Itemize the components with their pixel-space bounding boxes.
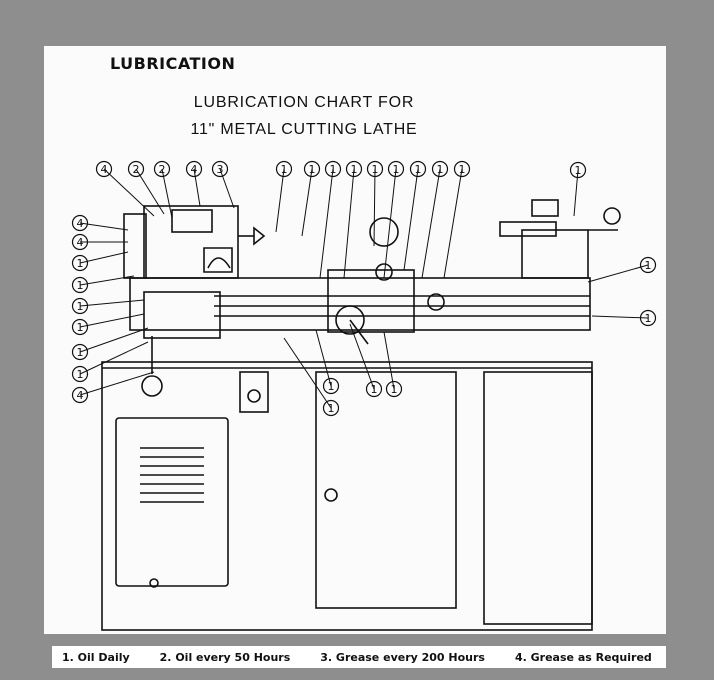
chart-title-line-2: 11" METAL CUTTING LATHE: [190, 121, 418, 138]
door-knob: [324, 488, 338, 502]
leader-line: [103, 168, 155, 217]
callout-number: 1: [77, 279, 84, 292]
leader-line: [79, 313, 145, 328]
cabinet-outline: [101, 361, 593, 631]
callout-number: 1: [391, 383, 398, 396]
callout-number: 1: [77, 300, 84, 313]
leader-line: [403, 168, 419, 271]
center-door: [315, 371, 457, 609]
lubrication-legend: 1. Oil Daily 2. Oil every 50 Hours 3. Gr…: [52, 646, 666, 668]
gear-cover: [123, 213, 147, 279]
chart-title-line-1: LUBRICATION CHART FOR: [193, 94, 415, 111]
leader-line: [591, 315, 649, 319]
headstock: [143, 205, 239, 279]
leader-line: [275, 168, 285, 233]
legend-item-grease-as-required: 4. Grease as Required: [514, 650, 652, 664]
callout-number: 1: [77, 321, 84, 334]
diagram-page: LUBRICATION LUBRICATION CHART FOR 11" ME…: [44, 46, 666, 634]
leader-line: [349, 323, 375, 390]
callout-number: 1: [328, 380, 335, 393]
leader-line: [301, 168, 313, 237]
callout-number: 1: [645, 312, 652, 325]
leader-line: [79, 341, 149, 375]
leader-line: [373, 168, 376, 247]
leader-line: [283, 337, 332, 409]
left-door-panel: [115, 417, 229, 587]
leader-line: [79, 275, 135, 286]
leader-line: [343, 168, 355, 279]
leader-line: [79, 299, 145, 307]
leader-line: [383, 168, 397, 279]
tailstock: [521, 229, 589, 279]
right-cabinet-panel: [483, 371, 593, 625]
lathe-diagram: 422431111111111441111114111111: [71, 160, 657, 631]
leader-line: [315, 329, 332, 387]
legend-item-oil-daily: 1. Oil Daily: [62, 650, 130, 664]
compound-rest: [369, 217, 399, 247]
leader-line: [193, 168, 201, 207]
leader-line: [587, 264, 649, 283]
leader-line: [161, 168, 173, 219]
leader-line: [79, 371, 155, 396]
lathe-drawing: [101, 199, 621, 631]
callout-number: 1: [77, 257, 84, 270]
legend-item-grease-200-hours: 3. Grease every 200 Hours: [320, 650, 485, 664]
leader-lines: [79, 168, 649, 409]
lathe-bed: [129, 277, 591, 331]
callout-group: 422431111111111441111114111111: [71, 160, 657, 417]
callout-number: 1: [371, 383, 378, 396]
section-heading: LUBRICATION: [110, 54, 236, 73]
leader-line: [383, 331, 395, 390]
motor-switch: [239, 371, 269, 413]
callout-number: 1: [77, 368, 84, 381]
quick-change-gearbox: [143, 291, 221, 339]
callout-number: 1: [77, 346, 84, 359]
legend-item-oil-50-hours: 2. Oil every 50 Hours: [159, 650, 291, 664]
leader-line: [573, 169, 579, 217]
callout-number: 4: [77, 389, 84, 402]
carriage-apron: [327, 269, 415, 333]
leader-line: [443, 168, 463, 279]
leader-line: [79, 251, 129, 264]
leader-line: [421, 168, 441, 279]
leader-line: [319, 168, 334, 279]
leader-line: [219, 168, 235, 209]
callout-number: 1: [328, 402, 335, 415]
leader-line: [79, 327, 149, 353]
leader-line: [79, 222, 129, 231]
leader-line: [135, 168, 165, 215]
